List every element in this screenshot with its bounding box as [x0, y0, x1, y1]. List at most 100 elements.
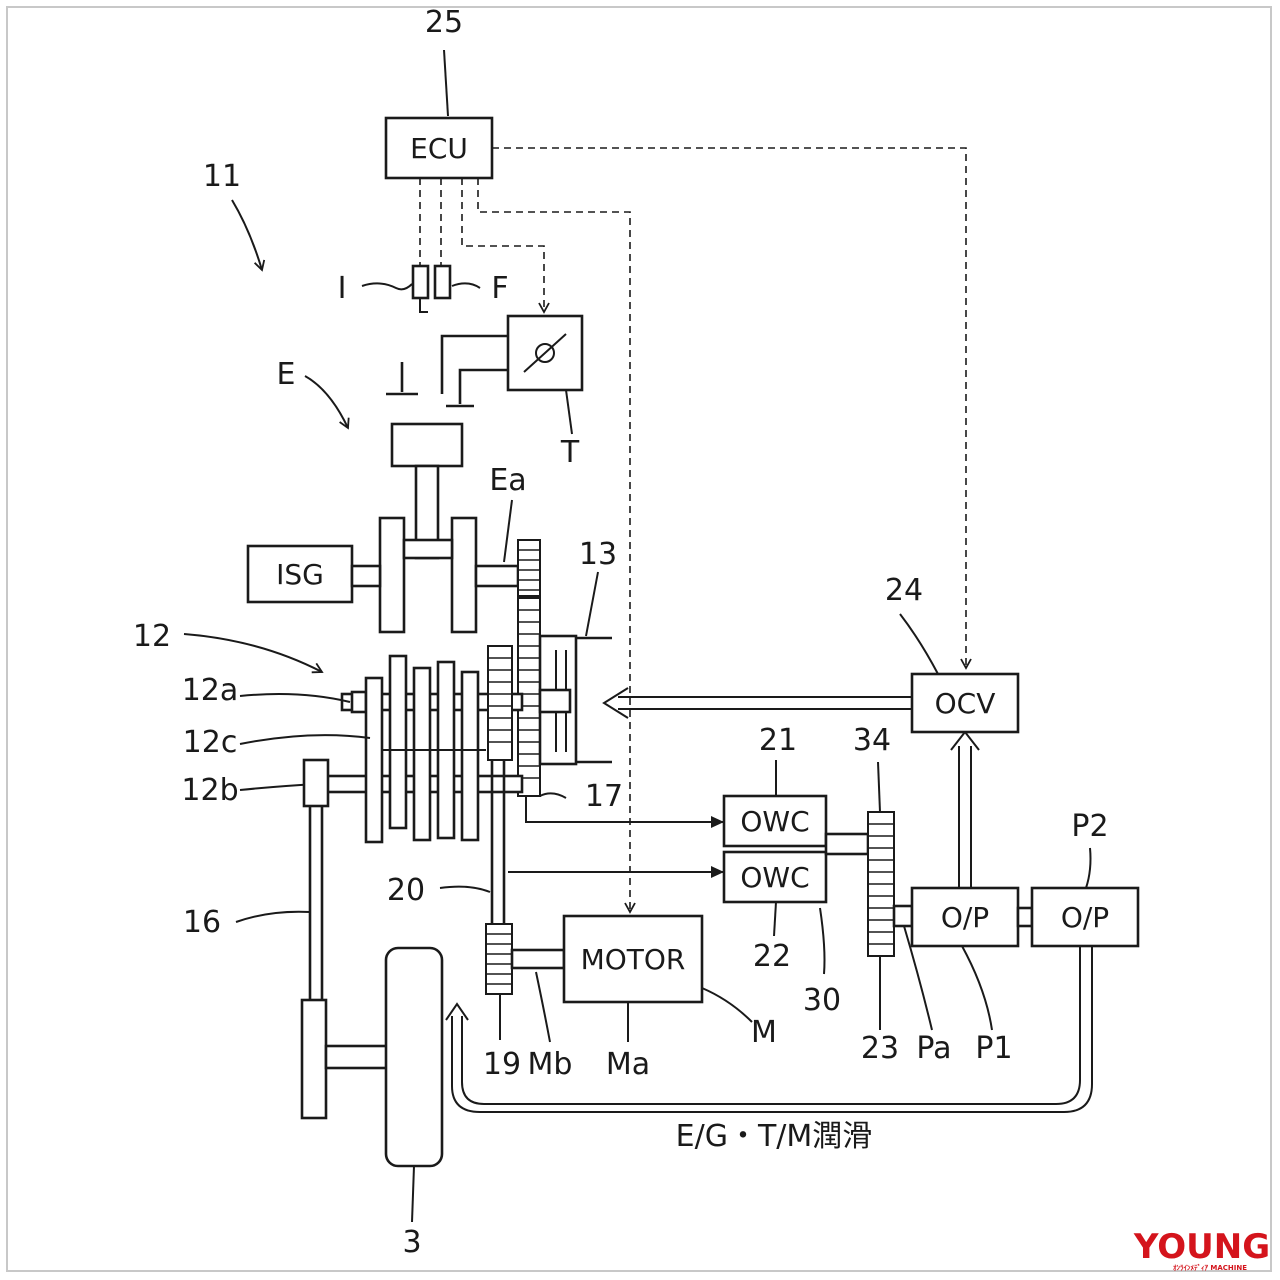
intake-pipe-outer	[440, 334, 508, 394]
label-pa: Pa	[916, 1031, 951, 1066]
op-p2-label: O/P	[1061, 901, 1109, 934]
ocv-label: OCV	[935, 687, 996, 720]
pump-shaft-pa	[892, 904, 914, 928]
leader-p2	[1085, 847, 1092, 889]
label-p2: P2	[1071, 809, 1108, 844]
label-ma: Ma	[606, 1047, 650, 1082]
ecu-box	[384, 116, 494, 180]
label-23: 23	[861, 1031, 899, 1066]
op-p2-box	[1030, 886, 1140, 948]
arrow-e	[304, 375, 350, 430]
arrow-12	[183, 633, 324, 674]
leader-12a	[239, 693, 351, 703]
throttle-valve-icon	[535, 343, 555, 363]
transmission-gears-12c	[364, 654, 486, 844]
leader-p1	[961, 945, 993, 1031]
throttle-body	[506, 314, 584, 392]
label-24: 24	[885, 573, 923, 608]
ea-leader	[503, 499, 513, 563]
crank-web-left	[378, 516, 406, 634]
label-i: I	[338, 271, 347, 306]
motor-label: MOTOR	[581, 943, 686, 976]
motor-shaft-mb	[510, 948, 566, 970]
isg-label: ISG	[276, 558, 324, 591]
label-p1: P1	[975, 1031, 1012, 1066]
lube-line-inner	[451, 946, 1093, 1113]
leader-30	[819, 907, 826, 975]
motor-gear-teeth	[486, 933, 512, 985]
ecu-to-motor-line	[477, 178, 636, 914]
crankshaft	[474, 564, 520, 588]
label-20: 20	[387, 873, 425, 908]
label-e: E	[277, 357, 296, 392]
t-leader	[565, 389, 573, 435]
primary-gear-12	[487, 645, 513, 761]
pump-gear-teeth	[868, 823, 894, 945]
label-mb: Mb	[528, 1047, 573, 1082]
leader-3	[411, 1165, 415, 1223]
crank-gear	[517, 539, 541, 597]
leader-22	[773, 901, 777, 937]
axle	[324, 1044, 390, 1070]
i-leader	[361, 282, 413, 291]
image-frame	[6, 6, 1272, 1272]
rear-wheel-3	[384, 946, 444, 1168]
label-12b: 12b	[181, 773, 238, 808]
lubrication-caption: E/G・T/M潤滑	[676, 1119, 873, 1154]
isg-box	[246, 544, 354, 604]
leader-pa	[903, 925, 933, 1031]
leader-12c	[239, 734, 371, 745]
label-13: 13	[579, 537, 617, 572]
ecu-to-throttle-line	[461, 178, 550, 314]
op-p1-box	[910, 886, 1020, 948]
clutch-gear-teeth	[518, 609, 540, 779]
label-11: 11	[203, 159, 241, 194]
label-m: M	[751, 1015, 777, 1050]
f-leader	[451, 282, 481, 289]
label-17: 17	[585, 779, 623, 814]
label-12: 12	[133, 619, 171, 654]
label-3: 3	[402, 1225, 421, 1260]
clutch-piston	[538, 688, 572, 714]
label-12a: 12a	[182, 673, 239, 708]
p1-to-ocv-arrowhead	[950, 730, 980, 751]
watermark-sub: ｵﾝﾗｲﾝﾒﾃﾞｨｱ MACHINE	[1173, 1263, 1247, 1272]
drive-sprocket	[302, 758, 330, 808]
label-21: 21	[759, 723, 797, 758]
label-25: 25	[425, 5, 463, 40]
op-p1-label: O/P	[941, 901, 989, 934]
leader-mb	[535, 971, 551, 1043]
motor-gear-19	[485, 923, 513, 995]
injector-symbol	[411, 264, 430, 300]
leader-16	[235, 910, 311, 923]
motor-box	[562, 914, 704, 1004]
label-19: 19	[483, 1047, 521, 1082]
intake-pipe-inner	[458, 368, 508, 404]
arrow-11	[231, 199, 266, 272]
ocv-box	[910, 672, 1020, 734]
driven-sprocket	[300, 998, 328, 1120]
owc-22-label: OWC	[740, 861, 809, 894]
lube-arrowhead	[445, 1002, 469, 1021]
ocv-to-clutch-arrowhead	[602, 687, 629, 719]
label-16: 16	[183, 905, 221, 940]
crank-web-right	[450, 516, 478, 634]
spark-plug-symbol	[433, 264, 452, 300]
crank-gear-teeth	[518, 549, 540, 591]
leader-17	[539, 792, 567, 799]
leader-24	[899, 613, 939, 675]
ecu-leader	[443, 49, 449, 117]
leader-13	[585, 571, 599, 637]
primary-gear-teeth	[488, 657, 512, 743]
owc-shaft	[824, 832, 870, 856]
label-22: 22	[753, 939, 791, 974]
label-f: F	[491, 271, 508, 306]
label-12c: 12c	[183, 725, 238, 760]
leader-34	[877, 761, 881, 813]
piston	[390, 422, 464, 468]
owc-21-label: OWC	[740, 805, 809, 838]
isg-shaft	[350, 564, 382, 588]
line-to-owc-21	[525, 796, 724, 828]
lube-line-outer	[461, 946, 1081, 1105]
